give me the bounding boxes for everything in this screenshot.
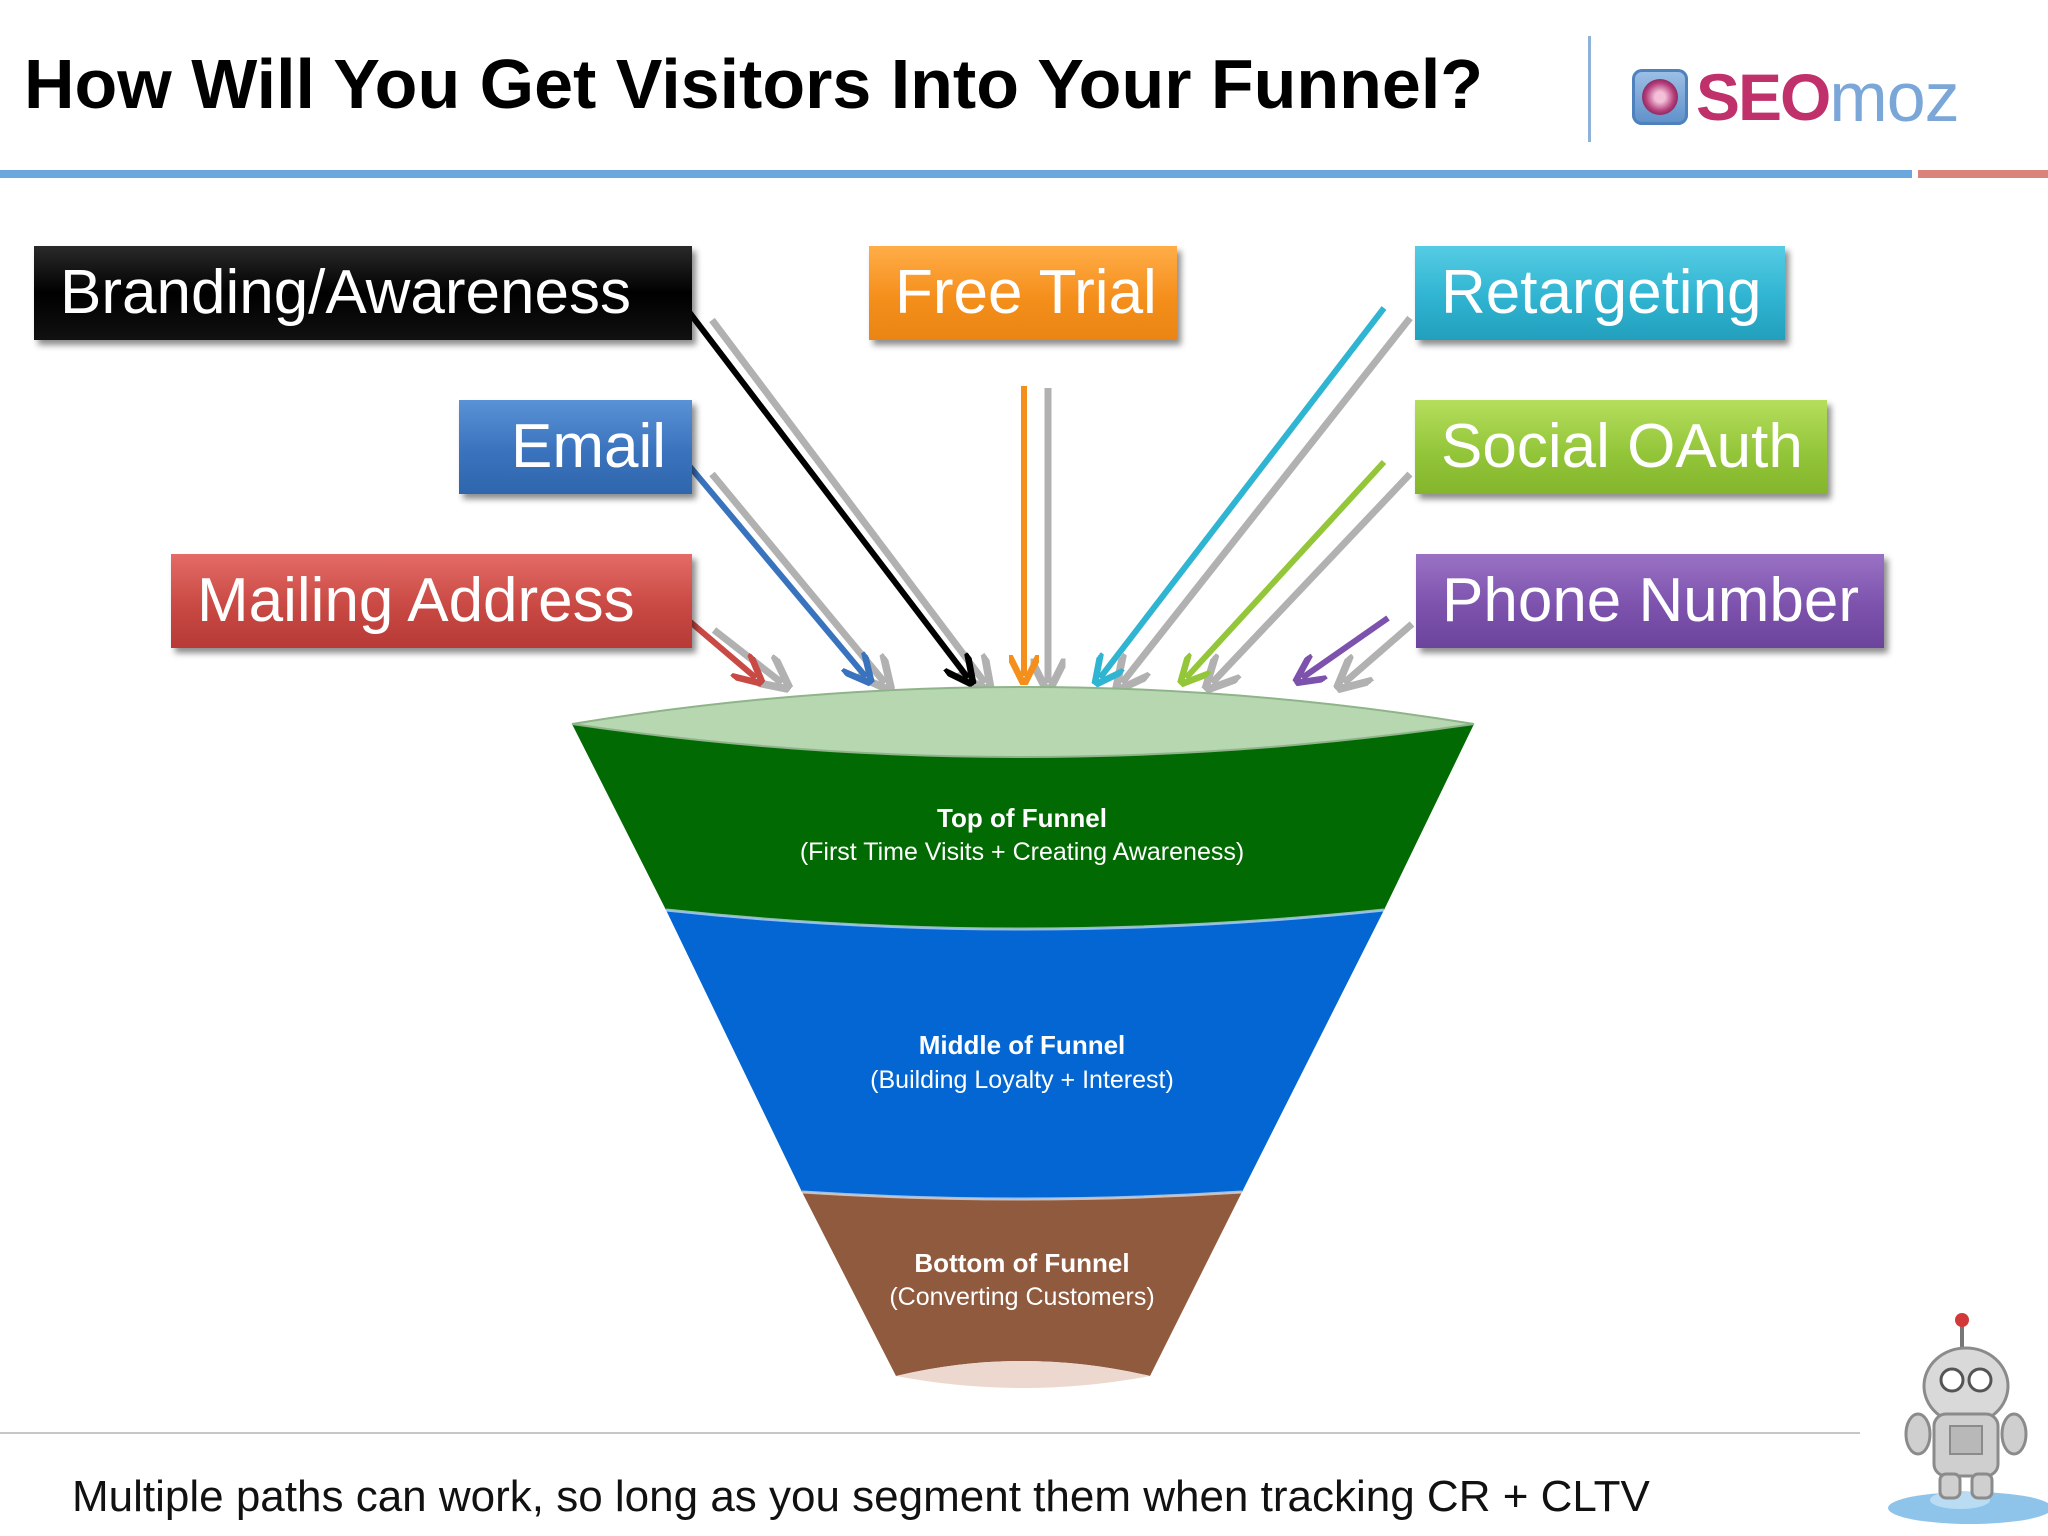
arrow-phone <box>1302 615 1390 678</box>
sun-icon <box>1632 69 1688 125</box>
arrow-retargeting <box>1100 306 1387 678</box>
logo-text-seo: SEO <box>1696 60 1831 134</box>
funnel-top-section <box>572 724 1474 929</box>
arrow-shadows <box>709 315 1415 683</box>
funnel-bottom-section <box>802 1192 1242 1376</box>
funnel-bottom-subtitle: (Converting Customers) <box>889 1283 1154 1311</box>
logo-text-moz: moz <box>1829 58 1959 136</box>
arrow-branding <box>683 306 968 678</box>
header-rule-blue <box>0 170 1912 178</box>
social-oauth-box: Social OAuth <box>1415 400 1827 494</box>
funnel-bottom-title: Bottom of Funnel <box>914 1248 1129 1278</box>
mailing-address-box: Mailing Address <box>171 554 692 648</box>
email-box: Email <box>459 400 692 494</box>
title-separator <box>1588 36 1591 142</box>
funnel-top-title: Top of Funnel <box>937 803 1107 833</box>
slide-title: How Will You Get Visitors Into Your Funn… <box>24 45 1484 123</box>
branding-awareness-box: Branding/Awareness <box>34 246 692 340</box>
phone-number-box: Phone Number <box>1416 554 1884 648</box>
footer-caption: Multiple paths can work, so long as you … <box>72 1472 1650 1521</box>
arrow-social <box>1186 459 1387 678</box>
funnel-middle-subtitle: (Building Loyalty + Interest) <box>870 1066 1174 1094</box>
funnel-bottom-opening <box>896 1361 1150 1388</box>
funnel-middle-title: Middle of Funnel <box>919 1030 1126 1060</box>
arrow-mailing <box>686 617 756 678</box>
seomoz-logo: SEO moz <box>1632 52 1960 142</box>
header-rule-red <box>1918 170 2048 178</box>
free-trial-box: Free Trial <box>869 246 1177 340</box>
funnel-top-subtitle: (First Time Visits + Creating Awareness) <box>800 838 1244 866</box>
funnel-middle-section <box>666 910 1384 1199</box>
footer-rule <box>0 1432 1860 1434</box>
funnel: Top of Funnel (First Time Visits + Creat… <box>571 686 1475 1388</box>
arrow-email <box>683 460 866 677</box>
funnel-rim <box>571 686 1475 758</box>
robot-mascot <box>1888 1313 2048 1524</box>
retargeting-box: Retargeting <box>1415 246 1785 340</box>
